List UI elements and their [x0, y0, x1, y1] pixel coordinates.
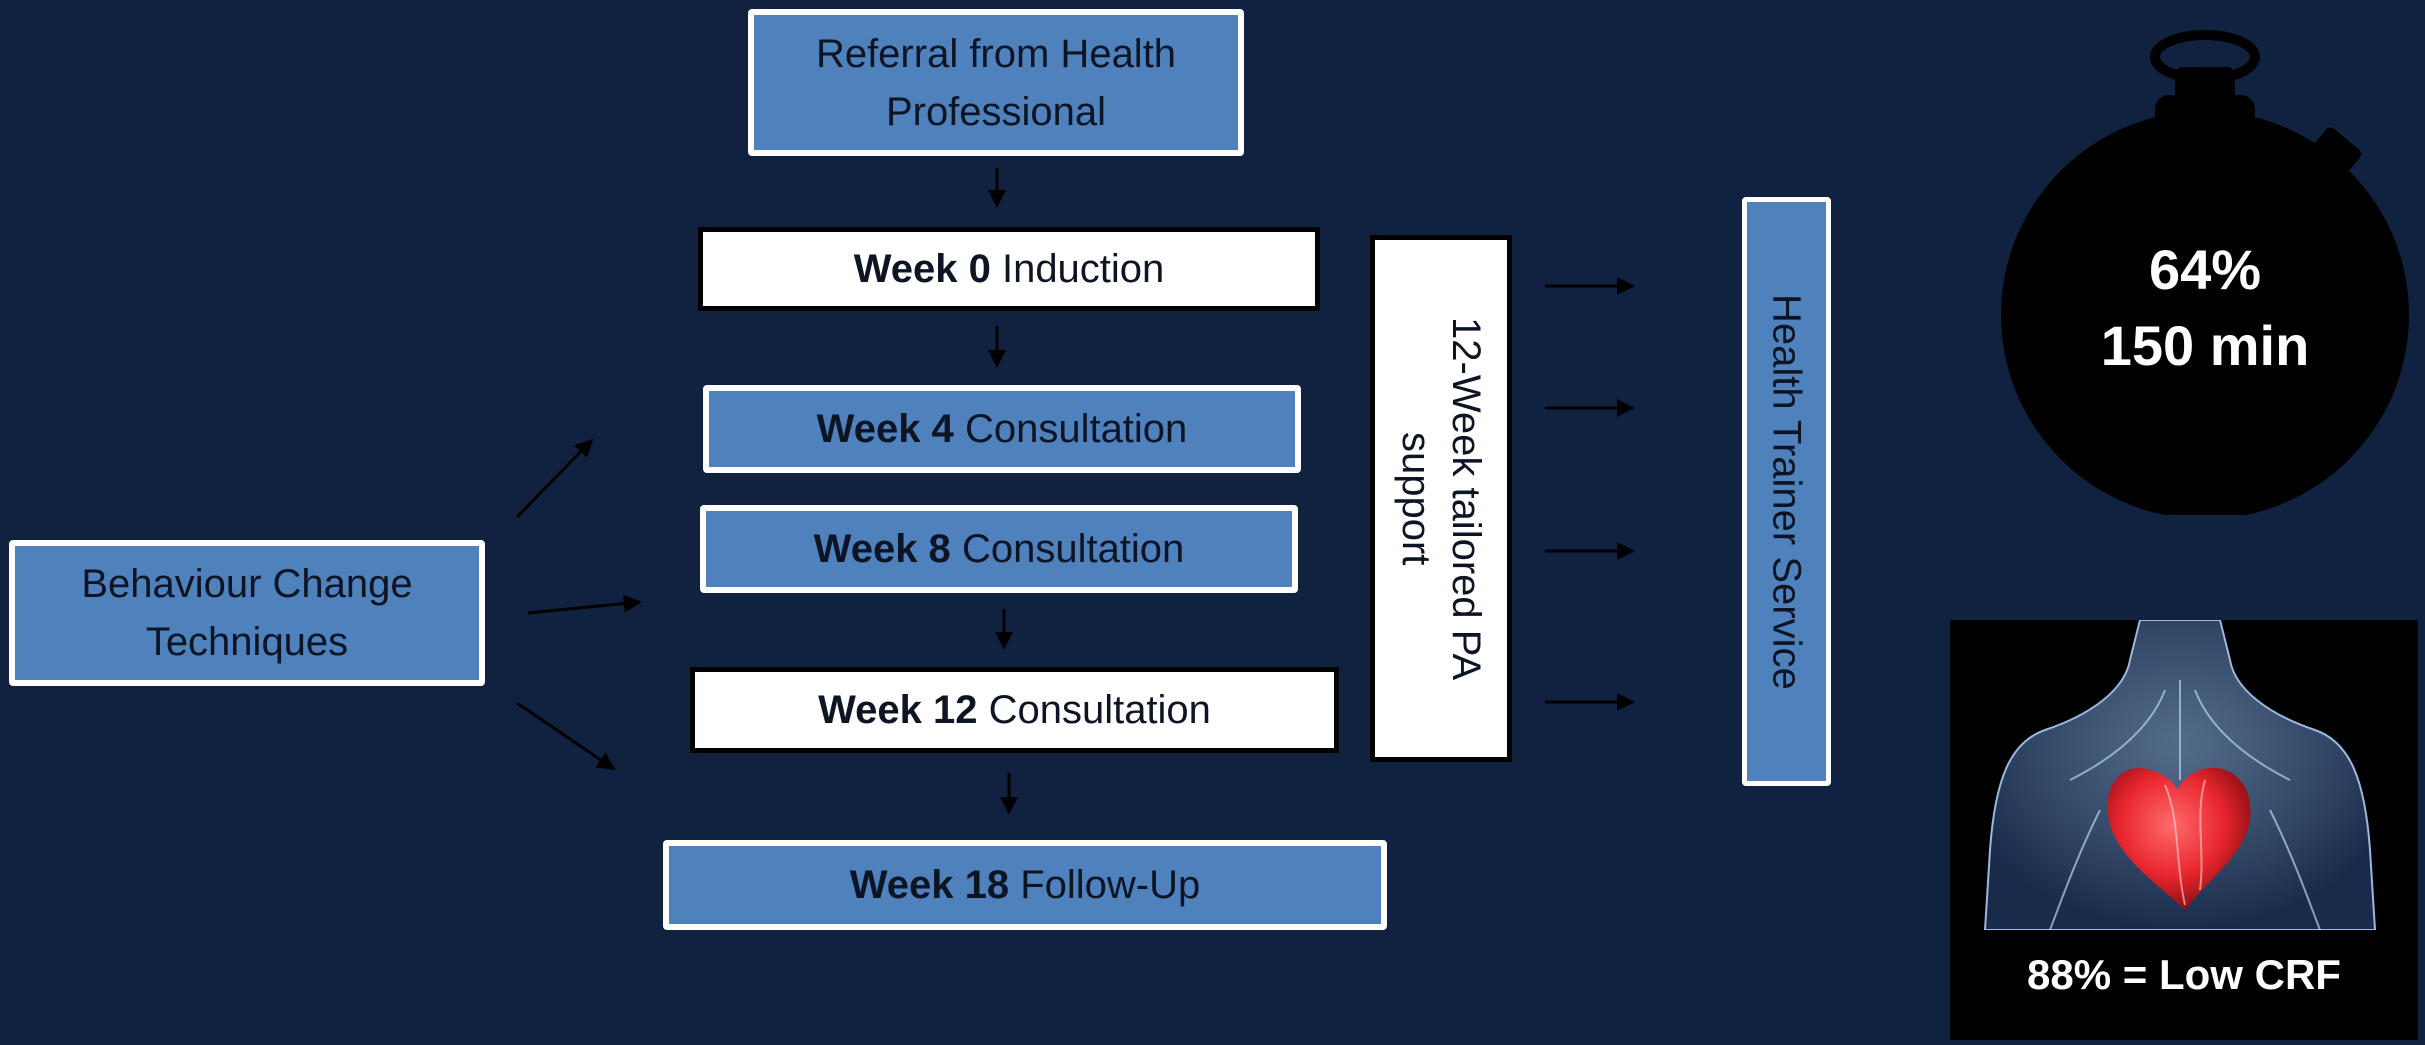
support-label: 12-Week tailored PA support: [1394, 316, 1488, 681]
stopwatch-percent: 64%: [2148, 238, 2262, 301]
week-8-label: Consultation: [961, 527, 1185, 571]
heart-caption: 88% = Low CRF: [2027, 951, 2341, 998]
week-18-label: Follow-Up: [1020, 863, 1201, 907]
week-0-number: Week 0: [853, 247, 991, 291]
week-4-label: Consultation: [964, 407, 1188, 451]
week-12-number: Week 12: [818, 688, 978, 732]
referral-box: Referral from Health Professional: [748, 9, 1244, 156]
week-4-number: Week 4: [816, 407, 954, 451]
week-12-box: Week 12 Consultation: [690, 667, 1339, 753]
health-trainer-box: Health Trainer Service: [1742, 197, 1831, 786]
heart-panel: 88% = Low CRF: [1950, 620, 2418, 1040]
heart-anatomy-image: [1983, 620, 2377, 930]
week-8-box: Week 8 Consultation: [700, 505, 1298, 593]
week-18-box: Week 18 Follow-Up: [663, 840, 1387, 930]
stopwatch-minutes: 150 min: [2100, 314, 2310, 377]
week-0-box: Week 0 Induction: [698, 227, 1320, 311]
behaviour-change-label: Behaviour Change Techniques: [81, 562, 413, 664]
arrow-bct-upper: [515, 438, 594, 519]
stopwatch-text: 64% 150 min: [2025, 232, 2385, 384]
support-box: 12-Week tailored PA support: [1370, 235, 1512, 762]
arrow-bct-lower: [516, 701, 616, 771]
stopwatch-icon: [2001, 30, 2409, 515]
week-8-number: Week 8: [813, 527, 951, 571]
health-trainer-label: Health Trainer Service: [1764, 293, 1809, 690]
arrow-bct-middle: [527, 594, 642, 615]
behaviour-change-box: Behaviour Change Techniques: [9, 540, 485, 686]
referral-label: Referral from Health Professional: [815, 31, 1177, 134]
week-4-box: Week 4 Consultation: [703, 385, 1301, 473]
week-0-label: Induction: [1001, 247, 1165, 291]
week-12-label: Consultation: [988, 688, 1211, 732]
week-18-number: Week 18: [849, 863, 1010, 907]
